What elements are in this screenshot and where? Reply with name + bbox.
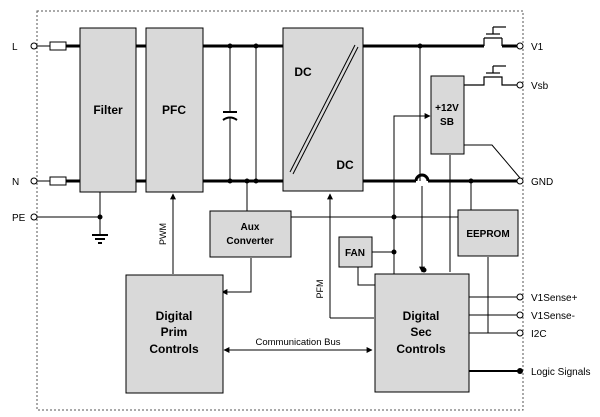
pin-pe-label: PE bbox=[12, 213, 26, 224]
filter-label: Filter bbox=[93, 103, 123, 117]
pin-v1sense-plus-label: V1Sense+ bbox=[531, 293, 578, 304]
enclosure-border bbox=[36, 10, 524, 411]
sec-label-line3: Controls bbox=[396, 342, 446, 356]
sec-label-line1: Digital bbox=[403, 309, 440, 323]
eeprom-label: EEPROM bbox=[466, 229, 509, 240]
sec-label-line2: Sec bbox=[410, 325, 432, 339]
output-signal-lines bbox=[469, 296, 520, 372]
pfm-label: PFM bbox=[315, 280, 325, 299]
terminals bbox=[30, 42, 524, 337]
pin-logic-signals-label: Logic Signals bbox=[531, 367, 590, 378]
terminal-gnd bbox=[516, 177, 524, 185]
mosfet-vsb-switch bbox=[464, 65, 520, 86]
prim-label-line2: Prim bbox=[161, 325, 188, 339]
pin-gnd-label: GND bbox=[531, 177, 553, 188]
secondary-wiring bbox=[357, 46, 521, 333]
control-signals bbox=[170, 193, 374, 353]
communication-bus-label: Communication Bus bbox=[255, 337, 340, 348]
filter-block bbox=[79, 27, 137, 193]
pin-l-label: L bbox=[12, 42, 18, 53]
digital-prim-controls-block bbox=[125, 274, 224, 394]
terminal-logic bbox=[517, 368, 523, 374]
terminal-vsb bbox=[516, 81, 524, 89]
pe-earth bbox=[34, 190, 108, 244]
terminal-v1 bbox=[516, 42, 524, 50]
aux-converter-block bbox=[209, 210, 292, 258]
fan-block bbox=[338, 236, 373, 268]
standby-label-line2: SB bbox=[440, 117, 454, 128]
bulk-capacitor bbox=[222, 46, 257, 181]
aux-label-line1: Aux bbox=[241, 222, 260, 233]
digital-sec-controls-block bbox=[374, 273, 470, 393]
dc-input-label: DC bbox=[294, 65, 312, 79]
fan-label: FAN bbox=[345, 248, 365, 259]
fuse-n bbox=[49, 176, 67, 186]
pfc-label: PFC bbox=[162, 103, 186, 117]
prim-label-line3: Controls bbox=[149, 342, 199, 356]
pin-vsb-label: Vsb bbox=[531, 81, 549, 92]
fuse-l bbox=[49, 41, 67, 51]
prim-label-line1: Digital bbox=[156, 309, 193, 323]
pin-v1-label: V1 bbox=[531, 42, 544, 53]
pin-v1sense-minus-label: V1Sense- bbox=[531, 311, 575, 322]
dc-output-label: DC bbox=[336, 158, 354, 172]
standby-label-line1: +12V bbox=[435, 103, 459, 114]
pwm-label: PWM bbox=[158, 223, 168, 245]
mosfet-v1-switch bbox=[483, 26, 506, 46]
pin-n-label: N bbox=[12, 177, 19, 188]
pin-i2c-label: I2C bbox=[531, 329, 547, 340]
dc-dc-block bbox=[282, 27, 364, 192]
standby-block bbox=[430, 75, 465, 155]
aux-label-line2: Converter bbox=[226, 236, 273, 247]
eeprom-block bbox=[457, 209, 519, 257]
pfc-block bbox=[145, 27, 204, 193]
